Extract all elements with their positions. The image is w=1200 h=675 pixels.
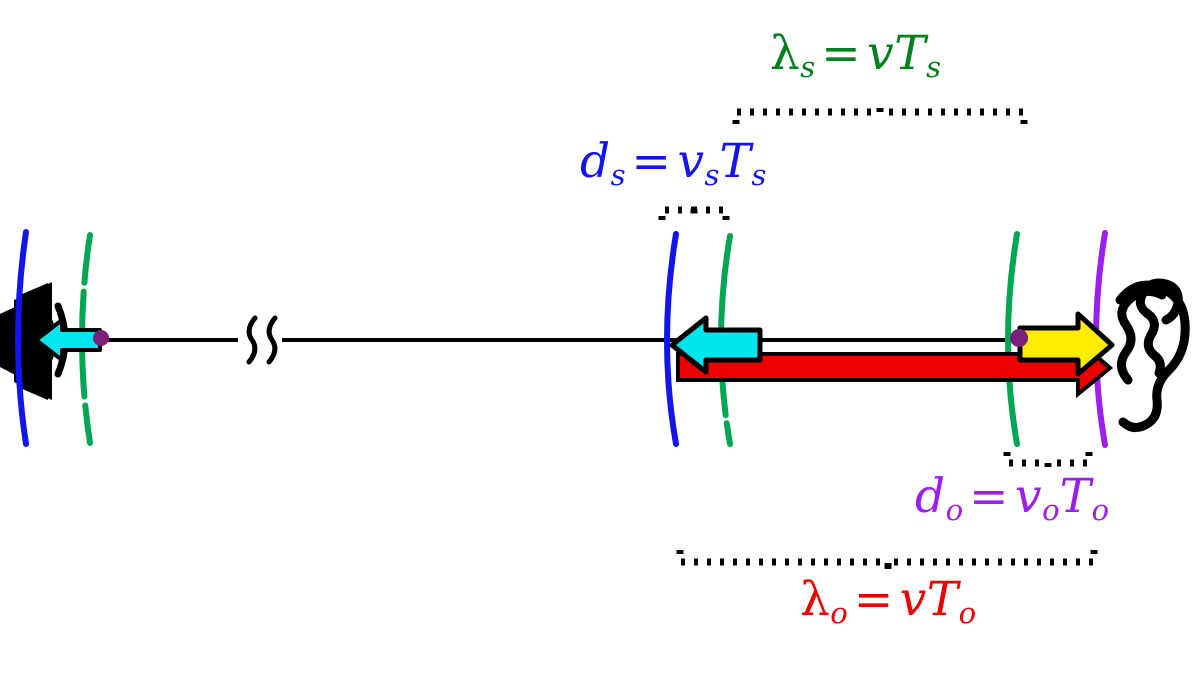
label-d-s-T: T — [719, 134, 752, 189]
label-lambda-o: λo=vTo — [800, 576, 976, 628]
label-d-o-T-subscript: o — [1091, 493, 1110, 528]
label-lambda-s-T: T — [894, 26, 927, 81]
label-lambda-o-subscript: o — [830, 596, 848, 631]
wavefront-arc-green-right — [1005, 231, 1020, 447]
emission-point-dot-left-icon — [93, 330, 109, 346]
label-lambda-o-T: T — [926, 572, 959, 627]
wavefront-arc-blue-right — [664, 231, 679, 447]
brace-d-s — [658, 200, 730, 220]
label-lambda-s-v: v — [867, 26, 895, 81]
label-lambda-s-T-subscript: s — [926, 50, 942, 85]
brace-lambda-o — [676, 550, 1098, 574]
emission-point-dot-right-icon — [1010, 329, 1028, 347]
observer-velocity-arrow — [1017, 311, 1115, 377]
label-d-o-operator: = — [969, 469, 1010, 524]
label-d-o-subscript: o — [945, 493, 964, 528]
label-d-s-T-subscript: s — [751, 158, 767, 193]
label-d-s-symbol: d — [580, 134, 611, 189]
label-lambda-s: λs=vTs — [770, 30, 941, 82]
label-lambda-o-v: v — [899, 572, 927, 627]
label-lambda-o-T-subscript: o — [958, 596, 977, 631]
label-lambda-o-symbol: λ — [800, 572, 831, 627]
label-d-s: ds=vsTs — [580, 138, 766, 190]
label-lambda-s-operator: = — [821, 26, 862, 81]
axis-break-icon — [246, 315, 278, 365]
label-d-s-v-subscript: s — [704, 158, 720, 193]
label-d-o-v-subscript: o — [1042, 493, 1060, 528]
wavefront-arc-blue-left — [15, 229, 29, 447]
ear-icon — [1115, 278, 1190, 432]
speaker-icon — [0, 282, 69, 400]
label-d-o: do=voTo — [915, 473, 1109, 525]
brace-lambda-s — [732, 100, 1028, 124]
label-lambda-s-symbol: λ — [770, 26, 801, 81]
label-lambda-o-operator: = — [853, 572, 894, 627]
label-lambda-s-subscript: s — [800, 50, 816, 85]
source-velocity-arrow-right — [669, 315, 763, 375]
label-d-o-symbol: d — [915, 469, 946, 524]
label-d-s-subscript: s — [610, 158, 626, 193]
label-d-o-v: v — [1015, 469, 1043, 524]
label-d-s-v: v — [677, 134, 705, 189]
label-d-s-operator: = — [631, 134, 672, 189]
label-d-o-T: T — [1059, 469, 1092, 524]
